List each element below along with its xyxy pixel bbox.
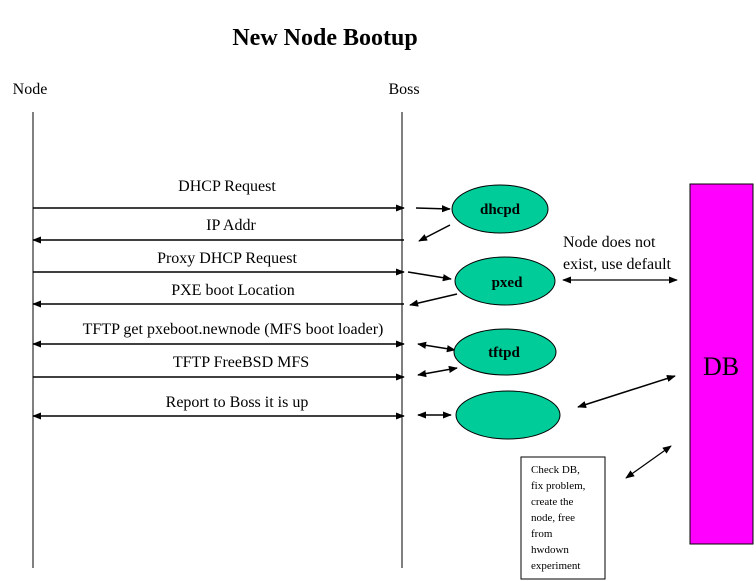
check-db-note-line-3: create the <box>531 496 574 508</box>
node-lane-label: Node <box>13 81 48 98</box>
check-db-note-line-7: experiment <box>531 560 580 572</box>
diagram-title: New Node Bootup <box>232 25 417 51</box>
message-label-ip-addr: IP Addr <box>206 217 256 234</box>
message-label-report-up: Report to Boss it is up <box>166 394 309 411</box>
check-db-note-line-4: node, free <box>531 512 575 524</box>
dhcpd-process <box>451 184 549 234</box>
check-db-note-line-6: hwdown <box>531 544 569 556</box>
boss-lane-label: Boss <box>388 81 419 98</box>
pxed-label: pxed <box>492 275 524 291</box>
message-label-tftp-pxeboot: TFTP get pxeboot.newnode (MFS boot loade… <box>83 321 384 338</box>
arrow-boss-to-dhcpd <box>415 205 451 213</box>
arrow-check-db <box>625 445 672 479</box>
db-label: DB <box>703 352 739 381</box>
dhcpd-label: dhcpd <box>480 202 521 218</box>
pxed-note-line-2: exist, use default <box>563 256 672 273</box>
arrow-boss-to-pxed <box>407 271 452 282</box>
arrow-dhcpd-to-boss <box>418 224 451 242</box>
check-db-note-line-5: from <box>531 528 553 540</box>
tftpd-label: tftpd <box>488 345 520 361</box>
message-label-proxy-dhcp-request: Proxy DHCP Request <box>157 250 297 267</box>
arrow-boss-tftpd <box>417 341 456 353</box>
arrow-pxed-to-boss <box>409 293 458 307</box>
pxed-process <box>454 256 556 306</box>
message-label-dhcp-request: DHCP Request <box>178 178 276 195</box>
tftpd-process <box>453 328 557 376</box>
message-label-tftp-freebsd-mfs: TFTP FreeBSD MFS <box>173 354 309 371</box>
check-db-note-line-2: fix problem, <box>531 480 586 492</box>
check-db-note-line-1: Check DB, <box>531 464 580 476</box>
pxed-note-line-1: Node does not <box>563 234 656 251</box>
db-box <box>689 183 754 545</box>
check-db-note-box <box>520 456 606 580</box>
arrow-boss-tftpd-mfs <box>417 365 458 378</box>
arrow-process-db <box>577 375 676 408</box>
message-label-pxe-boot-location: PXE boot Location <box>171 282 295 299</box>
unlabeled-process <box>455 390 561 440</box>
